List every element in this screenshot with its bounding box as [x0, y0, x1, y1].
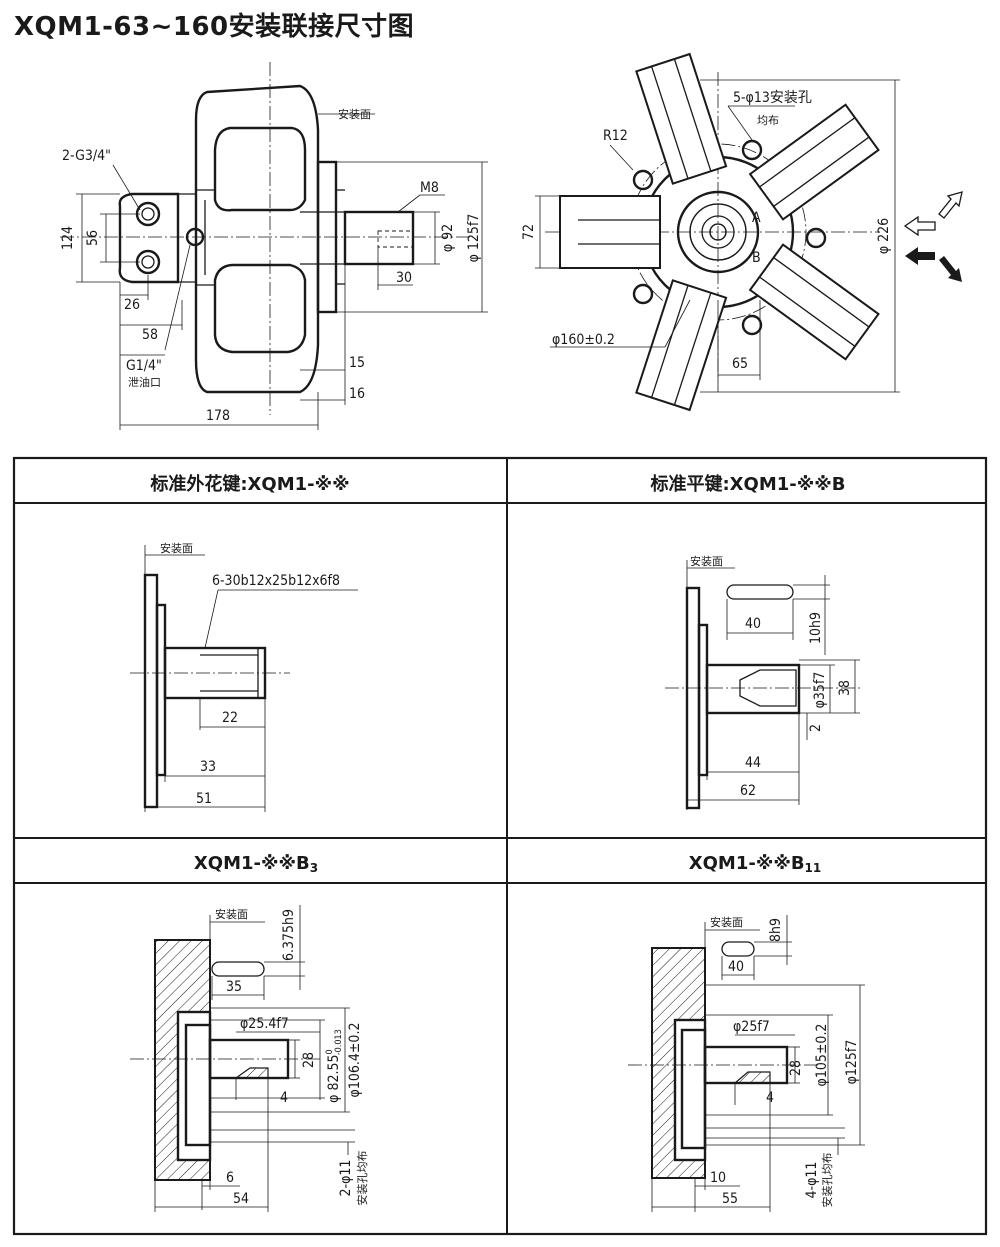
port-a-circle — [135, 201, 161, 227]
panel-2-dim-40: 40 — [745, 616, 761, 632]
output-shaft — [343, 210, 415, 266]
mount-face-label: 安装面 — [338, 107, 371, 121]
dim-16: 16 — [349, 386, 365, 402]
panel-1-title: 标准外花键:XQM1-※※ — [149, 473, 349, 495]
mounting-flange — [316, 160, 338, 314]
panel-4-holes-note: 安装孔均布 — [820, 1153, 834, 1208]
panel-1-dim-22: 22 — [222, 710, 238, 726]
panel-4-dim-phi105: φ105±0.2 — [814, 1024, 830, 1087]
port-b-circle — [135, 249, 161, 275]
panel-2-drawing — [665, 560, 860, 810]
dim-178: 178 — [206, 408, 230, 424]
dim-phi92: φ 92 — [440, 224, 456, 252]
dim-phi125: φ 125f7 — [466, 214, 482, 263]
side-view-drawing — [60, 62, 488, 430]
mount-hole-4 — [632, 283, 654, 305]
dim-65: 65 — [732, 356, 748, 372]
front-view-drawing — [535, 52, 963, 412]
port-size-label: 2-G3/4" — [62, 148, 111, 164]
holes-label: 5-φ13安装孔 — [733, 90, 812, 106]
page-title: XQM1-63~160安装联接尺寸图 — [14, 12, 415, 42]
panel-4-title: XQM1-※※B11 — [689, 853, 822, 875]
mount-hole-3 — [741, 314, 763, 336]
drain-port-circle — [185, 227, 205, 247]
radius-label: R12 — [603, 128, 628, 144]
dim-26: 26 — [124, 297, 140, 313]
port-a-label: A — [752, 210, 761, 226]
arrow-solid-down — [939, 256, 962, 282]
dim-15: 15 — [349, 355, 365, 371]
panel-3-key-width: 6.375h9 — [281, 909, 297, 961]
panel-4-dim-28: 28 — [788, 1060, 804, 1076]
housing-lower-cavity — [213, 263, 307, 354]
panel-4-dim-55: 55 — [722, 1191, 738, 1207]
arrow-outline-up — [938, 191, 963, 219]
port-b-label: B — [752, 250, 761, 266]
panel-2-dim-phi35: φ35f7 — [812, 672, 828, 709]
panel-4-mount-face: 安装面 — [710, 915, 743, 929]
panel-2-dim-38: 38 — [837, 680, 853, 696]
drain-port-label: G1/4" — [126, 358, 162, 374]
housing-upper-cavity — [213, 126, 307, 212]
dim-72: 72 — [521, 224, 537, 240]
panel-3-dim-54: 54 — [233, 1191, 249, 1207]
dim-124: 124 — [60, 226, 76, 250]
panel-3-drawing — [130, 905, 355, 1212]
panel-4-dim-phi125: φ125f7 — [844, 1040, 860, 1085]
dim-58: 58 — [142, 327, 158, 343]
panel-3-title: XQM1-※※B3 — [194, 853, 318, 875]
panel-3-dim-28: 28 — [301, 1052, 317, 1068]
drain-port-note: 泄油口 — [128, 375, 161, 389]
panel-3-holes: 2-φ11 — [338, 1160, 354, 1197]
panel-1-drawing — [130, 545, 358, 812]
panel-2-dim-2: 2 — [808, 724, 824, 732]
shaft-options-table — [12, 456, 988, 1236]
panel-4-dim-40: 40 — [728, 959, 744, 975]
panel-1-dim-33: 33 — [200, 759, 216, 775]
panel-2-dim-44: 44 — [745, 755, 761, 771]
holes-note: 均布 — [757, 114, 779, 127]
panel-4-dim-phi25: φ25f7 — [733, 1019, 770, 1035]
arrow-outline-left — [903, 215, 936, 237]
dim-phi226: φ 226 — [876, 218, 892, 254]
port-block — [118, 192, 180, 284]
panel-4-dim-4: 4 — [766, 1090, 774, 1106]
panel-2-dim-62: 62 — [740, 783, 756, 799]
panel-2-title: 标准平键:XQM1-※※B — [649, 473, 845, 495]
mount-hole-1 — [741, 139, 763, 161]
panel-3-dim-4: 4 — [280, 1090, 288, 1106]
panel-4-key-width: 8h9 — [768, 918, 784, 942]
mount-hole-2 — [805, 227, 827, 249]
panel-2-mount-face: 安装面 — [690, 554, 723, 568]
panel-1-dim-51: 51 — [196, 791, 212, 807]
arrow-solid-left — [905, 247, 935, 265]
panel-2-dim-10h9: 10h9 — [808, 612, 824, 644]
dim-30: 30 — [396, 270, 412, 286]
thread-label: M8 — [420, 180, 439, 196]
panel-3-dim-35: 35 — [226, 979, 242, 995]
panel-3-dim-phi106: φ106.4±0.2 — [347, 1023, 363, 1098]
panel-3-dim-phi25: φ25.4f7 — [240, 1016, 289, 1032]
mount-hole-5 — [632, 169, 654, 191]
panel-1-spline: 6-30b12x25b12x6f8 — [212, 573, 340, 589]
panel-3-dim-phi82: φ 82.550-0.013 — [325, 1029, 344, 1103]
panel-4-drawing — [628, 915, 865, 1212]
panel-4-holes: 4-φ11 — [804, 1162, 820, 1199]
dim-56: 56 — [85, 230, 101, 246]
m8-tapped-hole — [377, 230, 414, 248]
dim-pcd: φ160±0.2 — [552, 332, 615, 348]
panel-3-dim-6: 6 — [226, 1170, 234, 1186]
panel-4-dim-10: 10 — [710, 1170, 726, 1186]
panel-1-mount-face: 安装面 — [160, 541, 193, 555]
panel-3-holes-note: 安装孔均布 — [355, 1151, 369, 1206]
panel-3-mount-face: 安装面 — [215, 907, 248, 921]
housing-outline — [194, 84, 320, 394]
